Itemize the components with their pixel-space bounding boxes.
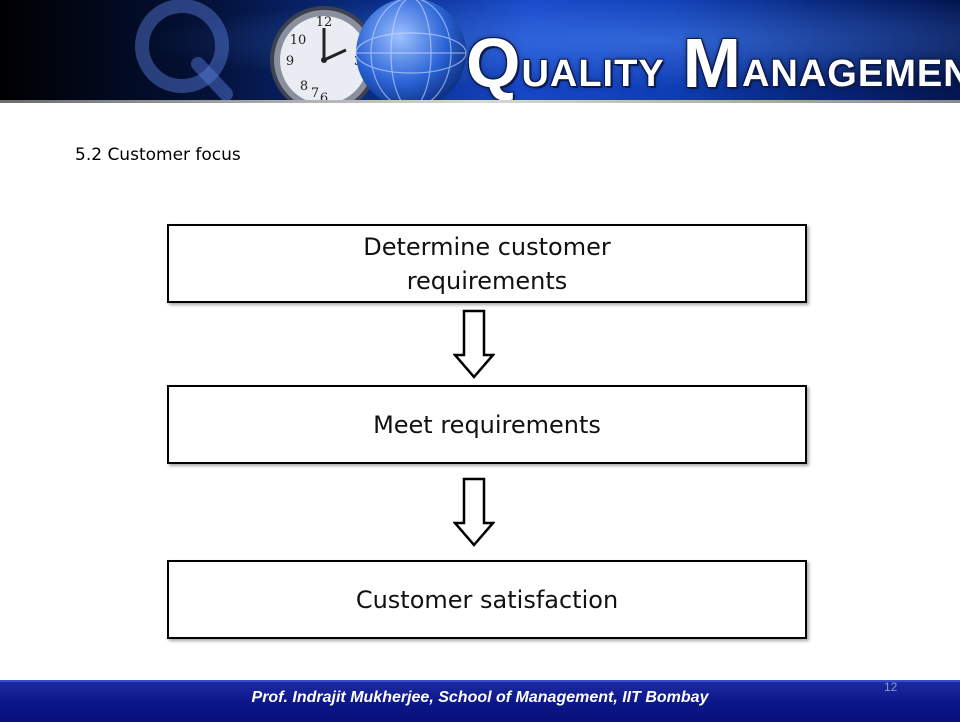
- title-word-uality: UALITY: [521, 53, 665, 95]
- flow-step-meet-requirements: Meet requirements: [167, 385, 807, 464]
- down-arrow-icon: [453, 477, 495, 547]
- flow-step-label: Determine customer requirements: [363, 232, 611, 295]
- header-banner: 12 3 6 9 10 8 7 Q UALITY: [0, 0, 960, 102]
- footer-credit: Prof. Indrajit Mukherjee, School of Mana…: [251, 689, 709, 706]
- banner-divider: [0, 100, 960, 103]
- q-letter-icon: [135, 0, 233, 101]
- banner-shading: [0, 0, 960, 102]
- svg-text:8: 8: [300, 79, 308, 94]
- flow-step-customer-satisfaction: Customer satisfaction: [167, 560, 807, 639]
- flow-step-label: Meet requirements: [373, 410, 601, 439]
- flow-step-determine-requirements: Determine customer requirements: [167, 224, 807, 303]
- svg-text:6: 6: [320, 91, 328, 102]
- page-number: 12: [884, 680, 898, 694]
- banner-title: Q UALITY M ANAGEMENT: [466, 2, 960, 98]
- down-arrow-icon: [453, 309, 495, 379]
- footer-bar: [0, 680, 960, 722]
- title-word-anagement: ANAGEMENT: [741, 53, 960, 95]
- svg-text:12: 12: [316, 15, 333, 30]
- title-initial-m: M: [682, 24, 742, 102]
- section-heading: 5.2 Customer focus: [75, 145, 241, 165]
- title-initial-q: Q: [466, 24, 522, 102]
- svg-text:9: 9: [286, 54, 294, 69]
- clock-icon: 12 3 6 9 10 8 7: [270, 6, 378, 102]
- globe-icon: [355, 0, 467, 102]
- svg-text:7: 7: [311, 86, 319, 101]
- flow-step-label: Customer satisfaction: [355, 585, 619, 614]
- svg-text:10: 10: [290, 33, 307, 48]
